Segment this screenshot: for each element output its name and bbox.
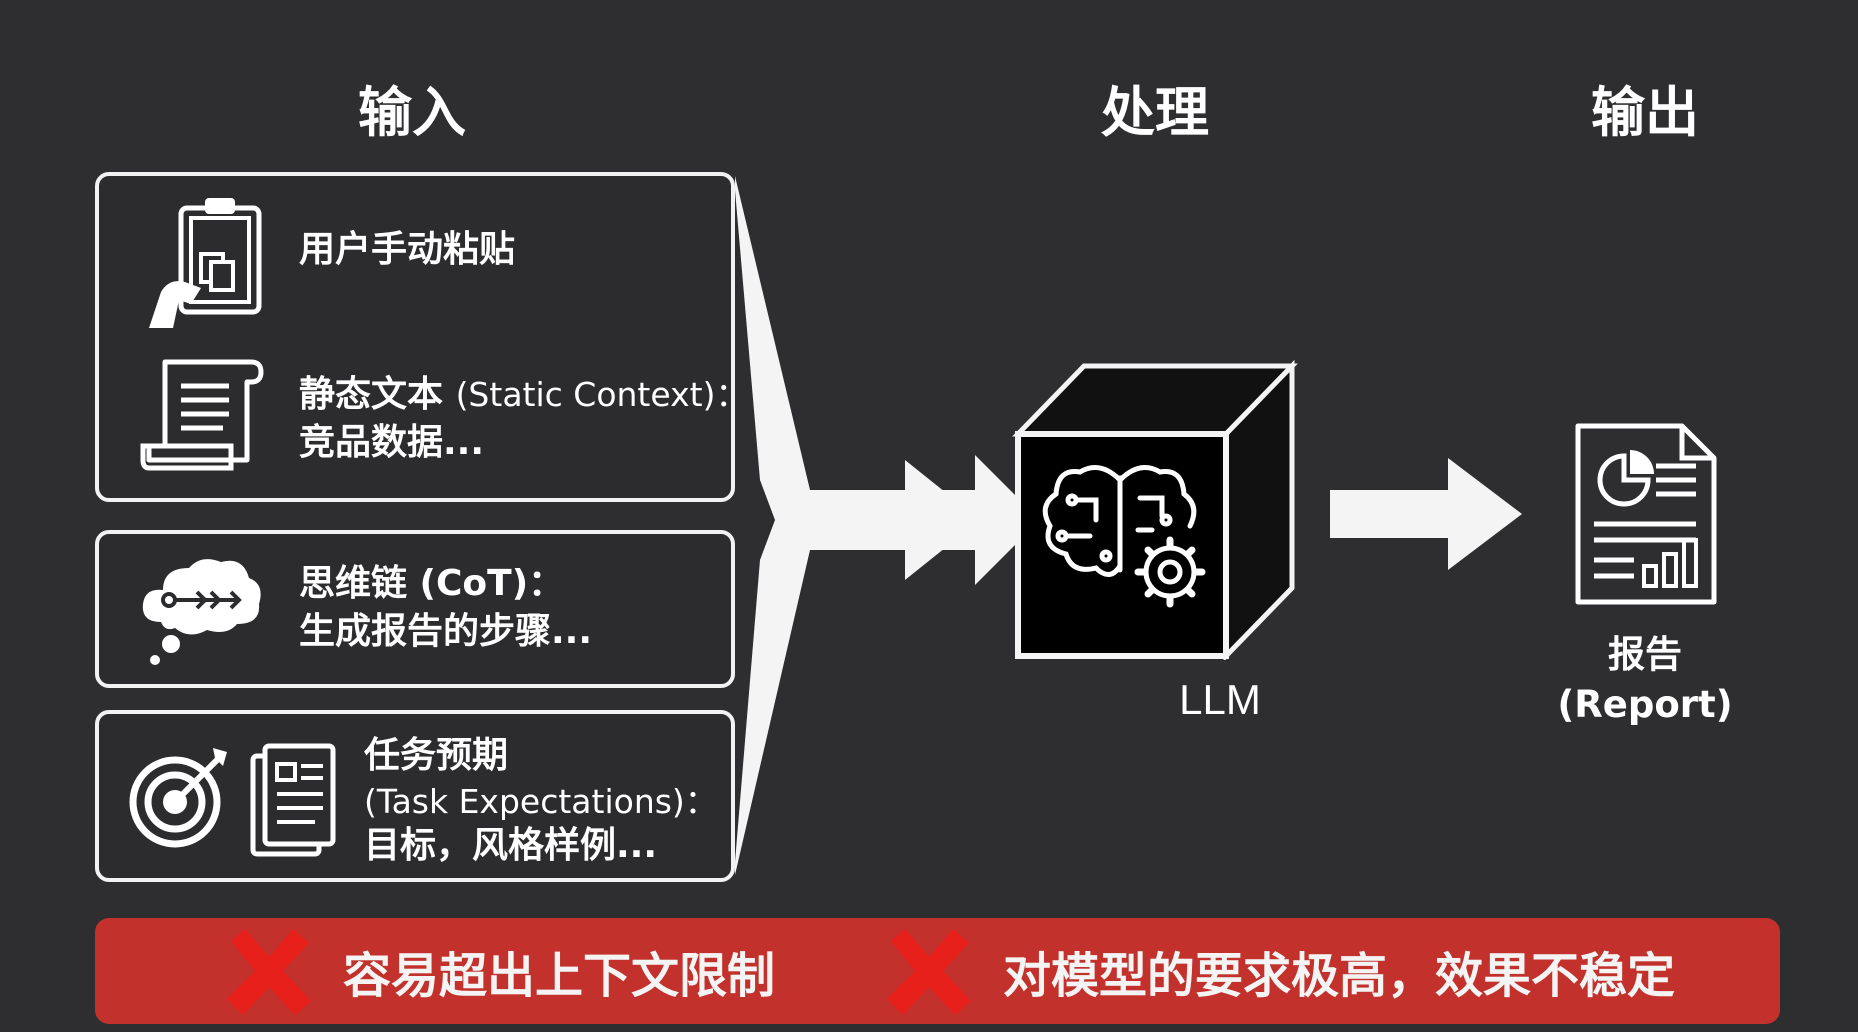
warning-item-context-limit: 容易超出上下文限制 <box>223 918 775 1024</box>
cot-detail: 生成报告的步骤... <box>299 611 593 652</box>
warning-bar: 容易超出上下文限制 对模型的要求极高，效果不稳定 <box>95 918 1780 1024</box>
report-label: 报告 (Report) <box>1540 630 1750 730</box>
red-x-icon <box>887 929 971 1015</box>
report-document-icon <box>1575 423 1717 605</box>
warning-text-context-limit: 容易超出上下文限制 <box>343 948 776 1004</box>
thought-cloud-icon <box>142 559 261 665</box>
static-context-title-cn: 静态文本 <box>299 374 444 415</box>
input-panel-cot: 思维链 (CoT)： 生成报告的步骤... <box>95 530 735 688</box>
input-heading: 输入 <box>358 81 466 144</box>
target-icon <box>129 748 227 848</box>
static-context-title: 静态文本 (Static Context)： <box>299 371 748 419</box>
input-to-llm-arrow <box>800 460 980 580</box>
input-panel-context: 用户手动粘贴 静态文本 (Static Context)： 竞品数据... <box>95 172 748 502</box>
scroll-document-icon <box>140 359 264 471</box>
task-title-en-row: (Task Expectations)： <box>364 778 718 826</box>
paste-label: 用户手动粘贴 <box>299 229 516 270</box>
stacked-documents-icon <box>250 743 336 857</box>
red-x-icon <box>227 929 311 1015</box>
task-title: 任务预期 <box>364 735 509 776</box>
llm-to-report-arrow <box>1330 458 1522 570</box>
input-panel-task: 任务预期 (Task Expectations)： 目标，风格样例... <box>95 710 735 882</box>
task-title-en: (Task Expectations)： <box>364 782 718 821</box>
warning-text-model-demand: 对模型的要求极高，效果不稳定 <box>1003 948 1676 1004</box>
llm-label: LLM <box>1179 676 1261 723</box>
cot-title: 思维链 (CoT)： <box>299 563 565 604</box>
process-heading: 处理 <box>1101 81 1209 144</box>
report-label-cn: 报告 <box>1608 633 1682 676</box>
report-label-en: (Report) <box>1557 683 1733 726</box>
static-context-detail: 竞品数据... <box>299 422 485 463</box>
task-detail: 目标，风格样例... <box>364 825 658 866</box>
brain-gear-cube-icon <box>1012 360 1298 660</box>
warning-item-model-demand: 对模型的要求极高，效果不稳定 <box>883 918 1675 1024</box>
clipboard-hand-icon <box>149 198 262 328</box>
static-context-title-en: (Static Context)： <box>455 375 749 414</box>
output-heading: 输出 <box>1591 81 1699 144</box>
